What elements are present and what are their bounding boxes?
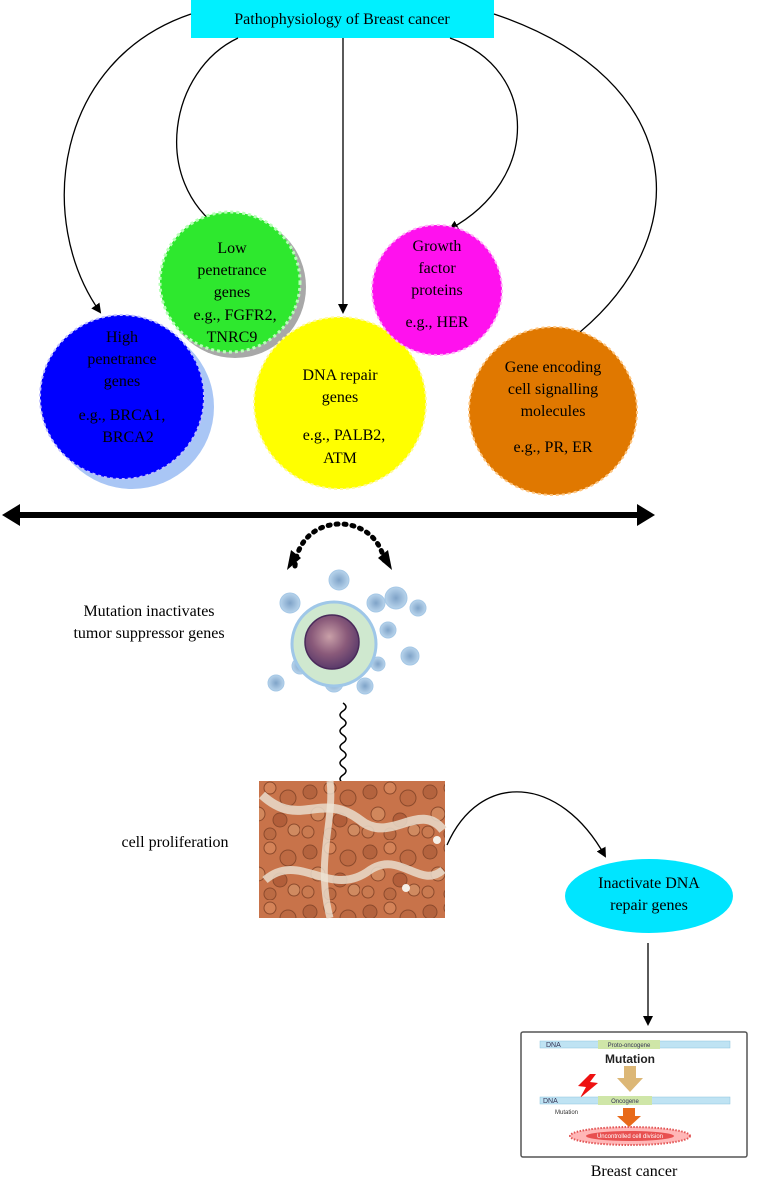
oncogene-inset: DNA Proto-oncogene Mutation DNA Oncogene… — [520, 1031, 748, 1158]
title-box — [191, 0, 494, 38]
low-penetrance-circle — [158, 210, 302, 354]
arrow-to-high-penetrance — [63, 13, 192, 314]
dna-repair-example-2: ATM — [323, 450, 357, 467]
cell-signalling-example-1: e.g., PR, ER — [513, 439, 592, 456]
low-penetrance-label-2: penetrance — [197, 262, 266, 279]
inset-mutation-big: Mutation — [605, 1052, 655, 1066]
high-penetrance-circle — [39, 314, 205, 480]
double-headed-arrow — [2, 504, 655, 526]
cell-proliferation-label: cell proliferation — [121, 834, 228, 851]
dotted-arrowhead-right — [378, 550, 392, 570]
low-penetrance-example-2: TNRC9 — [207, 329, 258, 346]
arrow-to-cell-signalling — [493, 13, 657, 342]
arrow-to-growth-factor — [448, 37, 519, 230]
dna-repair-label-1: DNA repair — [302, 367, 378, 384]
dotted-arrowhead-left — [287, 550, 301, 570]
low-penetrance-label-3: genes — [214, 284, 250, 301]
high-penetrance-label-2: penetrance — [87, 351, 156, 368]
cell-proliferation-image — [258, 780, 447, 919]
growth-factor-example-1: e.g., HER — [405, 314, 468, 331]
mutation-label-1: Mutation inactivates — [83, 603, 214, 620]
arrow-to-inactivate — [446, 791, 606, 858]
growth-factor-label-1: Growth — [413, 238, 462, 255]
cell-signalling-circle — [468, 326, 638, 496]
low-penetrance-label-1: Low — [217, 240, 247, 257]
lightning-icon — [578, 1074, 598, 1098]
dna-repair-label-2: genes — [322, 389, 358, 406]
high-penetrance-label-1: High — [106, 329, 138, 346]
growth-factor-label-3: proteins — [411, 282, 463, 299]
cell-signalling-label-2: cell signalling — [508, 381, 598, 398]
dotted-curve-arrow — [292, 521, 388, 569]
growth-factor-label-2: factor — [418, 260, 456, 277]
inset-dna-bottom: DNA — [543, 1098, 558, 1105]
inactivate-dna-ellipse — [565, 859, 733, 933]
mutation-cell-image — [267, 569, 430, 695]
dna-repair-circle — [253, 316, 427, 490]
dna-repair-example-1: e.g., PALB2, — [303, 427, 386, 444]
inset-mutation-small: Mutation — [555, 1110, 578, 1116]
inset-oncogene: Oncogene — [611, 1099, 639, 1105]
inset-dna-top: DNA — [546, 1042, 561, 1049]
arrow-to-low-penetrance — [176, 37, 239, 232]
cell-signalling-label-1: Gene encoding — [505, 359, 601, 376]
growth-factor-circle — [371, 224, 503, 356]
low-penetrance-example-1: e.g., FGFR2, — [193, 307, 276, 324]
high-penetrance-example-2: BRCA2 — [102, 429, 154, 446]
inactivate-label-2: repair genes — [610, 897, 688, 914]
inset-proto-oncogene: Proto-oncogene — [608, 1043, 651, 1049]
inset-division: Uncontrolled cell division — [597, 1134, 663, 1140]
wavy-connector — [339, 702, 347, 784]
breast-cancer-caption: Breast cancer — [591, 1163, 678, 1180]
inactivate-label-1: Inactivate DNA — [598, 875, 700, 892]
high-penetrance-example-1: e.g., BRCA1, — [79, 407, 166, 424]
title-text: Pathophysiology of Breast cancer — [234, 11, 450, 28]
high-penetrance-label-3: genes — [104, 373, 140, 390]
cell-signalling-label-3: molecules — [521, 403, 586, 420]
mutation-label-2: tumor suppressor genes — [73, 625, 224, 642]
